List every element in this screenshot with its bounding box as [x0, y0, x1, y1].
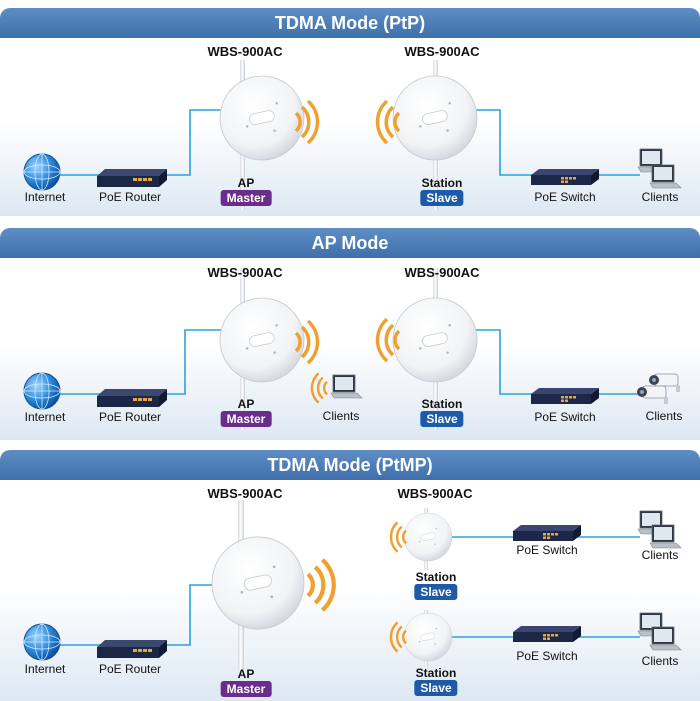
- ap-dish-icon: [212, 537, 304, 629]
- clients-label: Clients: [645, 409, 683, 423]
- ap-role-label: AP: [237, 667, 255, 681]
- station-role-label: Station: [415, 570, 457, 584]
- poe-router-icon: [97, 640, 167, 658]
- laptop-icon: [649, 164, 682, 189]
- station-model-label: WBS-900AC: [397, 486, 473, 501]
- ap-model-label: WBS-900AC: [207, 44, 283, 59]
- poe-switch-label: PoE Switch: [534, 410, 596, 424]
- internet-globe-icon: [23, 372, 61, 410]
- panel-title: TDMA Mode (PtMP): [0, 450, 700, 480]
- ap-role-label: AP: [237, 397, 255, 411]
- panel-tdma-ptmp: TDMA Mode (PtMP): [0, 450, 700, 701]
- clients-label: Clients: [641, 548, 679, 562]
- station-model-label: WBS-900AC: [404, 265, 480, 280]
- master-badge: Master: [220, 411, 272, 427]
- internet-globe-icon: [23, 623, 61, 661]
- station-model-label: WBS-900AC: [404, 44, 480, 59]
- station-role-label: Station: [421, 176, 463, 190]
- panel-title: AP Mode: [0, 228, 700, 258]
- panel-title: TDMA Mode (PtP): [0, 8, 700, 38]
- internet-globe-icon: [23, 153, 61, 191]
- wireless-signal-icon: [389, 521, 408, 553]
- wifi-clients-label: Clients: [322, 409, 360, 423]
- ap-dish-icon: [220, 76, 304, 160]
- poe-switch-icon: [531, 388, 599, 404]
- poe-router-icon: [97, 169, 167, 187]
- master-badge: Master: [220, 190, 272, 206]
- poe-switch-label: PoE Switch: [516, 649, 578, 663]
- station-dish-icon: [393, 76, 477, 160]
- internet-label: Internet: [24, 662, 66, 676]
- slave-badge: Slave: [420, 411, 464, 427]
- clients-label: Clients: [641, 654, 679, 668]
- station-role-label: Station: [421, 397, 463, 411]
- station-dish-icon: [404, 613, 452, 661]
- station-dish-icon: [404, 513, 452, 561]
- wireless-signal-icon: [310, 372, 329, 404]
- poe-router-label: PoE Router: [98, 410, 162, 424]
- ap-dish-icon: [220, 298, 304, 382]
- internet-label: Internet: [24, 410, 66, 424]
- wireless-signal-icon: [389, 621, 408, 653]
- slave-badge: Slave: [414, 584, 458, 600]
- poe-switch-icon: [513, 626, 581, 642]
- ip-camera-icon: [636, 385, 669, 405]
- station-dish-icon: [393, 298, 477, 382]
- clients-label: Clients: [641, 190, 679, 204]
- internet-label: Internet: [24, 190, 66, 204]
- link-cables: [60, 109, 640, 176]
- ap-role-label: AP: [237, 176, 255, 190]
- poe-switch-icon: [531, 169, 599, 185]
- poe-router-icon: [97, 389, 167, 407]
- ap-model-label: WBS-900AC: [207, 265, 283, 280]
- laptop-icon: [649, 524, 682, 549]
- slave-badge: Slave: [414, 680, 458, 696]
- poe-switch-icon: [513, 525, 581, 541]
- laptop-icon: [330, 374, 363, 399]
- ap-model-label: WBS-900AC: [207, 486, 283, 501]
- poe-switch-label: PoE Switch: [516, 543, 578, 557]
- poe-switch-label: PoE Switch: [534, 190, 596, 204]
- wireless-signal-icon: [308, 560, 334, 610]
- slave-badge: Slave: [420, 190, 464, 206]
- poe-router-label: PoE Router: [98, 662, 162, 676]
- poe-router-label: PoE Router: [98, 190, 162, 204]
- station-role-label: Station: [415, 666, 457, 680]
- master-badge: Master: [220, 681, 272, 697]
- laptop-icon: [649, 626, 682, 651]
